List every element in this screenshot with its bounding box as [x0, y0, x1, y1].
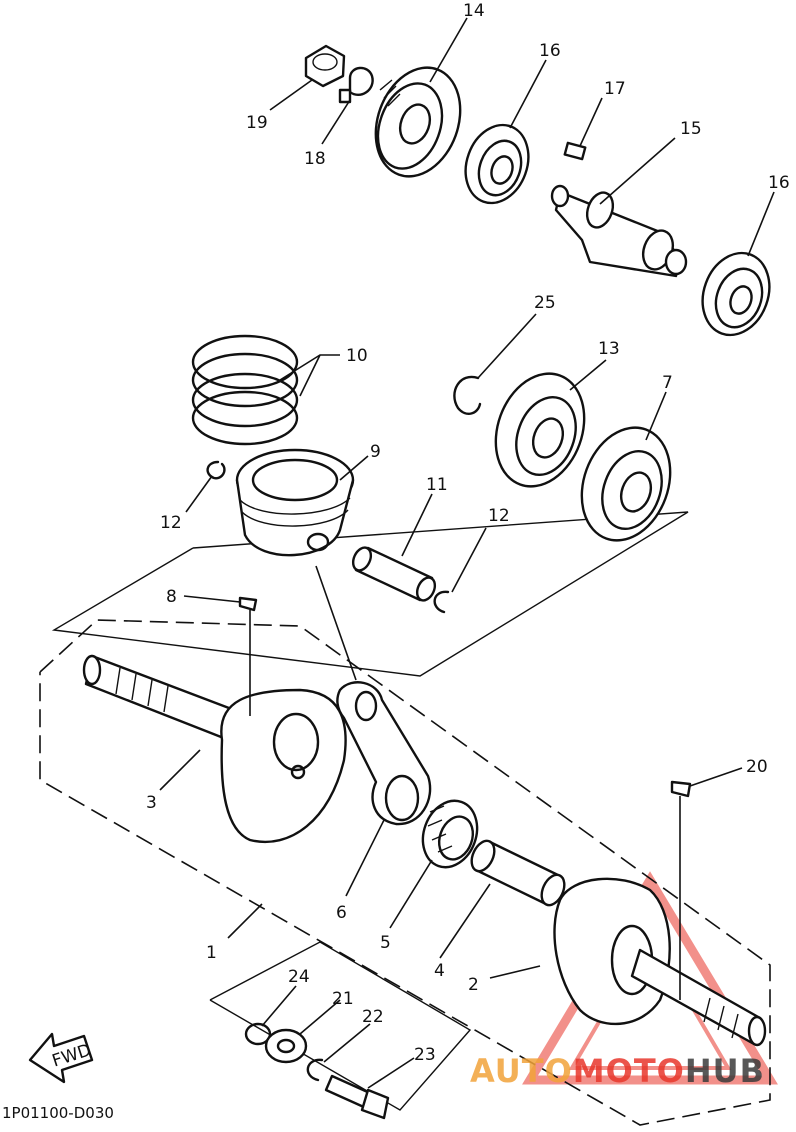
callout-12-right: 12: [488, 506, 510, 526]
callout-10: 10: [346, 346, 368, 366]
part-16-bearing-upper: [464, 123, 530, 205]
part-23-bolt: [324, 1074, 390, 1120]
callout-19: 19: [246, 113, 268, 133]
part-13-drive-gear: [494, 372, 586, 488]
part-2-crank-right: [553, 877, 767, 1047]
part-16-bearing-right: [701, 251, 771, 337]
callout-22: 22: [362, 1007, 384, 1027]
part-7-bearing: [580, 426, 672, 542]
callout-1: 1: [206, 943, 217, 963]
watermark-text: AUTOMOTOHUB: [470, 1052, 765, 1090]
part-3-crank-left: [82, 654, 347, 844]
callout-20: 20: [746, 757, 768, 777]
callout-7: 7: [662, 373, 673, 393]
part-22-clip: [306, 1058, 324, 1082]
callout-21: 21: [332, 989, 354, 1009]
part-24-o-ring: [244, 1022, 272, 1046]
callout-9: 9: [370, 442, 381, 462]
drawing-code: 1P01100-D030: [2, 1104, 114, 1122]
part-5-needle-bearing: [421, 799, 479, 869]
callout-6: 6: [336, 903, 347, 923]
callout-11: 11: [426, 475, 448, 495]
group-boundary-bolt: [209, 941, 472, 1111]
callout-3: 3: [146, 793, 157, 813]
callout-25: 25: [534, 293, 556, 313]
callout-5: 5: [380, 933, 391, 953]
callout-16-upper: 16: [539, 41, 561, 61]
callout-15: 15: [680, 119, 702, 139]
part-10-piston-rings: [191, 334, 299, 446]
part-14-balancer-gear: [374, 66, 462, 178]
part-6-connecting-rod: [336, 681, 432, 826]
part-20-key: [670, 780, 692, 798]
callout-16-right: 16: [768, 173, 790, 193]
callout-17: 17: [604, 79, 626, 99]
part-4-crank-pin: [470, 839, 566, 907]
callout-18: 18: [304, 149, 326, 169]
part-12-clip-right: [433, 590, 450, 614]
callout-labels: 14 16 17 15 16 19 18 25 13 7 10 9 11 12 …: [146, 1, 790, 1065]
group-boundary-piston: [51, 511, 689, 677]
part-12-clip-left: [206, 460, 226, 480]
callout-12-left: 12: [160, 513, 182, 533]
part-19-nut: [304, 44, 346, 88]
group-boundary-crank: [39, 619, 771, 1126]
part-8-key: [238, 596, 258, 612]
callout-23: 23: [414, 1045, 436, 1065]
part-21-washer: [264, 1028, 308, 1064]
part-17-key: [563, 141, 587, 161]
leader-lines: [159, 17, 775, 1089]
part-25-circlip: [453, 375, 482, 415]
part-9-piston: [235, 448, 355, 557]
watermark-auto: AUTO: [470, 1052, 573, 1090]
watermark-moto: MOTO: [573, 1052, 685, 1090]
part-11-piston-pin: [351, 546, 437, 602]
fwd-arrow-icon: FWD: [28, 1032, 94, 1084]
part-15-balancer-shaft: [550, 184, 688, 278]
part-18-lock-washer: [338, 66, 374, 104]
watermark-hub: HUB: [685, 1052, 765, 1090]
callout-2: 2: [468, 975, 479, 995]
callout-4: 4: [434, 961, 445, 981]
callout-13: 13: [598, 339, 620, 359]
callout-14: 14: [463, 1, 485, 21]
callout-8: 8: [166, 587, 177, 607]
callout-24: 24: [288, 967, 310, 987]
